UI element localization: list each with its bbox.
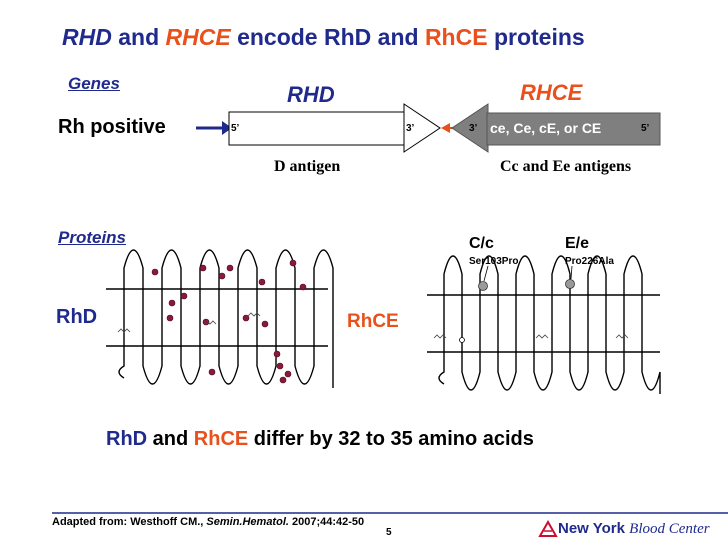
rhd-aa-difference-dot — [242, 314, 250, 322]
citation-prefix: Adapted from: Westhoff CM., — [52, 516, 207, 528]
rhd-palmitoyl-mark — [203, 320, 217, 325]
rhd-aa-difference-dot — [180, 292, 188, 300]
rhce-gene-label: RHCE — [520, 80, 583, 105]
rh-positive-label: Rh positive — [58, 116, 166, 138]
logo-blood-center: Blood Center — [629, 521, 710, 537]
ee-site-dot — [565, 279, 575, 289]
rhd-aa-difference-dot — [284, 370, 292, 378]
summary-rhce: RhCE — [193, 428, 249, 450]
page-number: 5 — [386, 527, 392, 538]
rhd-protein-topology — [117, 249, 334, 388]
ee-antigen-label: E/e — [565, 235, 590, 252]
rhd-palmitoyl-mark — [117, 328, 131, 333]
logo-triangle-icon — [538, 519, 558, 537]
rhce-backbone — [438, 255, 661, 394]
title-and: and — [111, 24, 166, 50]
summary-text: RhD and RhCE differ by 32 to 35 amino ac… — [106, 428, 534, 451]
rhce-5prime: 5’ — [641, 123, 650, 134]
title-mid: encode RhD and — [230, 24, 425, 50]
rhd-aa-difference-dot — [299, 283, 307, 291]
rhd-aa-difference-dot — [166, 314, 174, 322]
intergenic-arrowhead — [441, 123, 450, 133]
rhd-aa-difference-dot — [261, 320, 269, 328]
rhd-gene-box — [228, 111, 405, 146]
genes-heading: Genes — [68, 74, 120, 93]
rhd-aa-difference-dot — [226, 264, 234, 272]
rhce-gene-box — [486, 112, 661, 146]
rhd-gene-label: RHD — [287, 82, 335, 107]
rhd-aa-difference-dot — [151, 268, 159, 276]
summary-rest: differ by 32 to 35 amino acids — [248, 428, 534, 450]
rhce-palmitoyl-mark — [433, 334, 447, 339]
rhce-protein-topology — [433, 255, 661, 394]
rhd-aa-difference-dot — [279, 376, 287, 384]
rhd-3prime: 3’ — [406, 123, 415, 134]
ee-pointer — [570, 265, 573, 280]
rhd-aa-difference-dot — [168, 299, 176, 307]
rhd-gene-arrow — [403, 103, 441, 153]
cc-ee-antigens-label: Cc and Ee antigens — [500, 158, 632, 175]
rhd-5prime: 5’ — [231, 123, 240, 134]
rhd-aa-difference-dot — [199, 264, 207, 272]
summary-rhd: RhD — [106, 428, 148, 450]
citation-journal: Semin.Hematol. — [206, 516, 289, 528]
citation-suffix: 2007;44:42-50 — [288, 516, 365, 528]
ee-mutation-label: Pro226Ala — [565, 256, 614, 267]
rh-positive-arrowhead — [222, 121, 232, 135]
summary-and: and — [147, 428, 194, 450]
title-rhce-protein: RhCE — [424, 24, 488, 50]
logo-wordmark: New York Blood Center — [558, 520, 710, 538]
rhd-palmitoyl-mark — [247, 312, 261, 317]
rhd-aa-difference-dot — [276, 362, 284, 370]
citation: Adapted from: Westhoff CM., Semin.Hemato… — [52, 516, 364, 528]
cc-site-dot — [478, 281, 488, 291]
rhce-palmitoyl-mark — [535, 334, 549, 339]
cc-pointer — [483, 265, 489, 282]
rhd-aa-difference-dot — [289, 259, 297, 267]
proteins-heading: Proteins — [58, 228, 127, 247]
cc-antigen-label: C/c — [469, 235, 494, 252]
cc-mutation-label: Ser103Pro — [469, 256, 519, 267]
rhd-backbone — [118, 249, 334, 388]
rhd-aa-difference-dot — [218, 272, 226, 280]
title-rhd: RHD — [62, 24, 112, 50]
slide-title: RHD and RHCE encode RhD and RhCE protein… — [62, 24, 585, 51]
rhd-aa-difference-dot — [208, 368, 216, 376]
logo-new-york: New York — [558, 520, 625, 537]
title-end: proteins — [487, 24, 585, 50]
rhd-protein-label: RhD — [56, 306, 98, 328]
rhd-aa-difference-dot — [273, 350, 281, 358]
rhce-small-dot — [459, 337, 465, 343]
d-antigen-label: D antigen — [274, 158, 341, 175]
rhce-protein-label: RhCE — [347, 311, 399, 332]
rhce-alleles: ce, Ce, cE, or CE — [490, 120, 602, 136]
title-rhce: RHCE — [165, 24, 231, 50]
rhce-palmitoyl-mark — [615, 334, 629, 339]
rhd-aa-difference-dot — [258, 278, 266, 286]
rhce-3prime: 3’ — [469, 123, 478, 134]
